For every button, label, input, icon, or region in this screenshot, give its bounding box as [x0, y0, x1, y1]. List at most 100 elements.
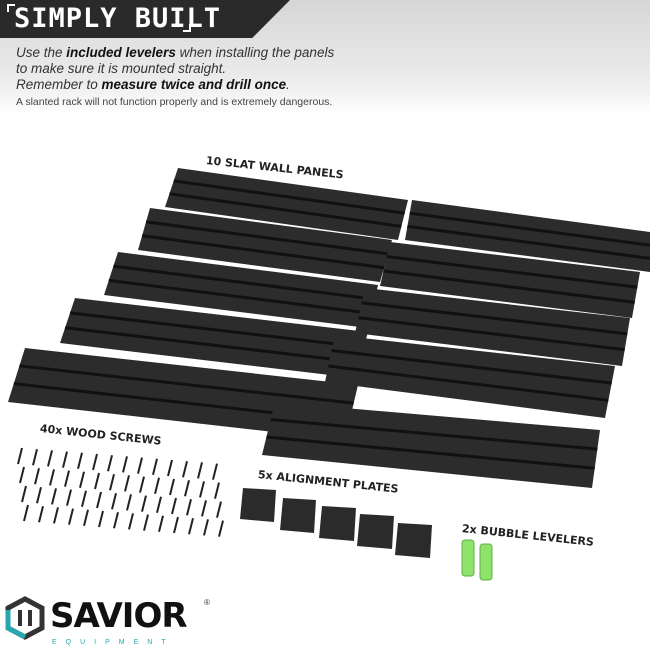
slat-panel: [405, 200, 650, 272]
alignment-plate: [395, 523, 432, 558]
alignment-plate: [240, 488, 276, 522]
panel-groove: [328, 364, 609, 402]
bubble-leveler: [479, 543, 493, 581]
screw: [184, 479, 190, 497]
slat-panel: [8, 348, 358, 440]
panel-groove: [407, 224, 650, 260]
brand-logo: SAVIOR ® EQUIPMENT: [4, 596, 224, 650]
screw: [126, 494, 132, 511]
slat-panel: [262, 402, 600, 488]
header: SIMPLY BUILT Use the included levelers w…: [0, 0, 650, 115]
screw: [203, 519, 209, 536]
alignment-plates: [240, 488, 432, 558]
screw: [182, 460, 188, 478]
panel-groove: [409, 211, 650, 247]
slat-panel: [355, 288, 630, 366]
screw: [51, 488, 57, 505]
screw: [143, 514, 149, 531]
panel-groove: [169, 192, 402, 228]
warning-note: A slanted rack will not function properl…: [16, 96, 333, 108]
screw: [212, 463, 218, 480]
screw: [53, 507, 59, 524]
panel-groove: [141, 234, 385, 270]
screw: [77, 452, 83, 470]
screw: [36, 486, 42, 504]
screw: [186, 498, 192, 516]
screw: [137, 457, 143, 474]
panel-groove: [113, 264, 375, 301]
screw: [92, 453, 98, 471]
instruction-line-2: to make sure it is mounted straight.: [16, 61, 227, 76]
screw: [169, 478, 175, 496]
screw: [34, 467, 40, 485]
screw: [64, 470, 70, 487]
screw: [107, 454, 113, 472]
alignment-plate: [280, 498, 316, 533]
slat-wall-panels: [8, 168, 650, 488]
screw: [128, 513, 134, 530]
screw: [214, 482, 220, 499]
screw: [171, 497, 177, 515]
instruction-line-1: Use the included levelers when installin…: [16, 45, 335, 60]
screw: [154, 477, 160, 495]
hexagon-logo-icon: [5, 596, 45, 640]
panel-groove: [108, 278, 372, 315]
screw: [38, 505, 44, 523]
page-title: SIMPLY BUILT: [14, 3, 222, 34]
alignment-plate: [319, 506, 356, 541]
screw: [124, 475, 130, 492]
panel-groove: [173, 179, 405, 215]
slat-panel: [165, 168, 408, 240]
slat-panel: [60, 298, 368, 378]
slat-panel: [325, 335, 615, 418]
screw: [23, 504, 29, 522]
panel-groove: [361, 301, 628, 336]
screw: [167, 459, 173, 477]
brand-name: SAVIOR: [50, 596, 188, 636]
screw: [139, 476, 145, 493]
screw: [49, 469, 55, 486]
screw: [21, 485, 27, 503]
screw: [32, 448, 38, 466]
screw: [156, 496, 162, 514]
screw: [19, 466, 25, 484]
screw: [141, 495, 147, 512]
screw: [197, 462, 203, 479]
panel-groove: [266, 435, 595, 470]
screw: [68, 508, 74, 525]
screw: [66, 489, 72, 506]
bubble-levelers: [461, 539, 493, 581]
screw: [96, 491, 102, 509]
slat-panel: [104, 252, 378, 328]
screw: [17, 447, 23, 465]
screw: [83, 509, 89, 527]
registered-mark: ®: [204, 598, 210, 607]
bracket-icon: [7, 4, 15, 12]
panel-groove: [383, 269, 635, 304]
screw: [109, 473, 115, 491]
screw: [113, 511, 119, 529]
screw: [122, 456, 128, 473]
brand-sub: EQUIPMENT: [52, 639, 175, 646]
alignment-plate: [357, 514, 394, 549]
screw: [152, 458, 158, 476]
screw: [158, 515, 164, 533]
panel-groove: [270, 417, 598, 451]
screw: [111, 492, 117, 510]
title-band: [0, 0, 290, 38]
screw: [98, 510, 104, 528]
screw: [173, 516, 179, 534]
screw: [199, 481, 205, 498]
screw: [79, 471, 85, 489]
panel-groove: [386, 255, 638, 289]
panel-groove: [69, 311, 364, 349]
slat-panel: [138, 208, 392, 282]
panel-groove: [331, 349, 612, 385]
panel-groove: [64, 326, 360, 364]
bubble-leveler: [461, 539, 475, 577]
screw: [47, 450, 53, 467]
screw: [94, 472, 100, 490]
instruction-line-3: Remember to measure twice and drill once…: [16, 77, 290, 92]
screw: [218, 520, 224, 537]
wood-screws: [17, 447, 224, 537]
